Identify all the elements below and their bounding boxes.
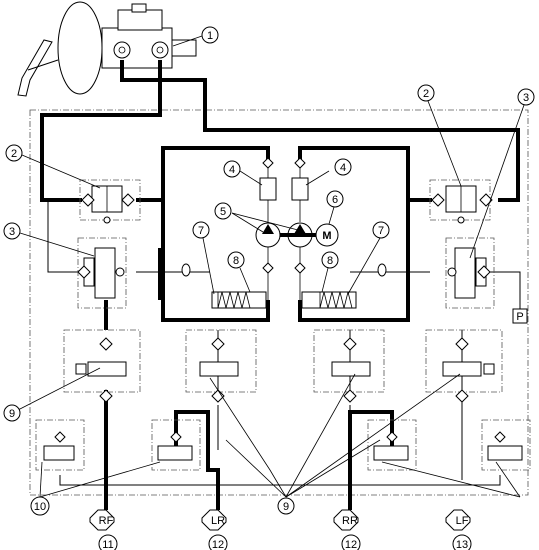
callout-12-right: 12 [341, 534, 361, 550]
callout-8-right: 8 [321, 251, 339, 269]
svg-text:10: 10 [34, 501, 46, 513]
wheel-rr: RR [333, 509, 359, 531]
svg-text:4: 4 [340, 162, 346, 174]
callout-11: 11 [98, 534, 118, 550]
callout-8-left: 8 [227, 251, 245, 269]
valve-left-2 [79, 179, 141, 224]
svg-text:8: 8 [233, 255, 239, 267]
callout-3-right: 3 [517, 88, 535, 106]
callout-13: 13 [452, 534, 472, 550]
wheel-lf: LF [445, 509, 471, 531]
damper-right [291, 177, 309, 201]
solenoid-valve-rf-inlet [63, 329, 141, 403]
pressure-sensor: P [512, 308, 528, 324]
svg-text:3: 3 [523, 92, 529, 104]
motor-label: M [322, 230, 331, 242]
valve-left-3 [77, 237, 127, 309]
solenoid-valve-lf-outlet [481, 419, 531, 471]
pump-motor-unit: M [255, 157, 339, 300]
return-lines [47, 200, 521, 486]
callout-3-left: 3 [3, 222, 21, 240]
svg-text:3: 3 [9, 226, 15, 238]
svg-text:9: 9 [9, 408, 15, 420]
svg-text:4: 4 [229, 164, 235, 176]
svg-text:5: 5 [220, 206, 226, 218]
callout-9-left: 9 [3, 404, 21, 422]
wheel-lr: LR [201, 509, 227, 531]
callouts: 1 2 2 3 3 4 4 5 6 7 7 8 8 9 9 10 11 12 1… [3, 26, 535, 550]
solenoid-valve-lr-outlet [151, 419, 201, 471]
callout-7-right: 7 [372, 221, 390, 239]
leader-lines [17, 35, 525, 498]
callout-2-right: 2 [417, 84, 435, 102]
accumulator-right [301, 291, 357, 309]
pressure-sensor-label: P [516, 311, 523, 323]
brake-pedal [17, 39, 53, 97]
svg-text:12: 12 [345, 539, 357, 550]
svg-text:1: 1 [207, 30, 213, 42]
wheel-lf-label: LF [456, 515, 469, 527]
svg-text:13: 13 [456, 539, 468, 550]
wheel-rr-label: RR [342, 515, 358, 527]
wheel-rf-label: RF [99, 515, 114, 527]
pump-motor [315, 223, 339, 247]
valve-right-3 [445, 237, 495, 309]
hydraulic-unit-outline [29, 109, 529, 496]
svg-text:9: 9 [283, 501, 289, 513]
brake-booster [57, 1, 103, 95]
callout-4-left: 4 [223, 160, 241, 178]
damper-left [259, 177, 277, 201]
callout-9-bottom: 9 [277, 497, 295, 515]
callout-5: 5 [214, 202, 232, 220]
solenoid-valve-lr-inlet [185, 329, 257, 403]
callout-4-right: 4 [334, 158, 352, 176]
brake-lines [40, 60, 520, 510]
callout-12-left: 12 [208, 534, 228, 550]
valve-right-2 [429, 179, 493, 224]
solenoid-valve-rr-inlet [313, 329, 385, 403]
svg-text:12: 12 [212, 539, 224, 550]
callout-2-left: 2 [5, 144, 23, 162]
accumulator-left [211, 291, 267, 309]
callout-6: 6 [326, 190, 344, 208]
solenoid-valve-lf-inlet [425, 329, 503, 403]
svg-text:11: 11 [102, 539, 113, 550]
svg-text:6: 6 [332, 194, 338, 206]
wheel-rf: RF [89, 509, 115, 531]
solenoid-valve-rr-outlet [367, 419, 417, 471]
svg-text:8: 8 [327, 255, 333, 267]
wheel-lr-label: LR [211, 515, 225, 527]
reservoir [117, 9, 163, 31]
svg-text:7: 7 [198, 225, 204, 237]
callout-7-left: 7 [192, 221, 210, 239]
callout-10: 10 [30, 496, 50, 516]
solenoid-valve-rf-outlet [35, 419, 85, 471]
svg-text:2: 2 [423, 88, 429, 100]
svg-text:2: 2 [11, 148, 17, 160]
callout-1: 1 [201, 26, 219, 44]
svg-text:7: 7 [378, 225, 384, 237]
